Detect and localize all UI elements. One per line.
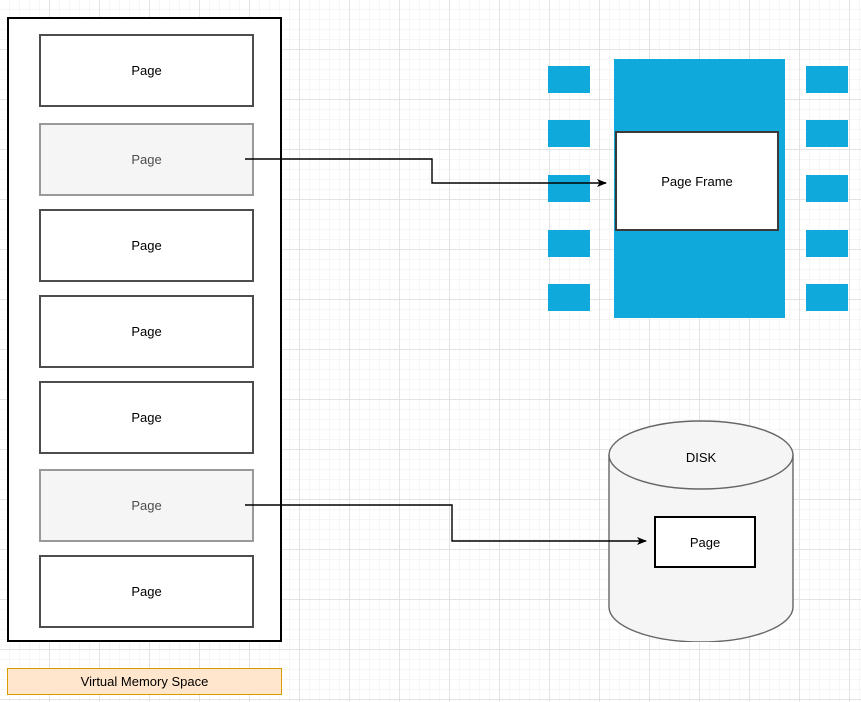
virtual-memory-space-caption-label: Virtual Memory Space (80, 674, 209, 689)
memory-chip-pin-right-5 (806, 284, 848, 311)
page-frame-label: Page Frame (661, 173, 733, 189)
vm-page-box-7[interactable]: Page (39, 555, 254, 628)
vm-page-box-3[interactable]: Page (39, 209, 254, 282)
memory-chip-pin-right-4 (806, 230, 848, 257)
page-frame-box[interactable]: Page Frame (615, 131, 779, 231)
disk-label: DISK (608, 450, 794, 465)
vm-page-box-2[interactable]: Page (39, 123, 254, 196)
memory-chip-pin-left-3 (548, 175, 590, 202)
virtual-memory-space-caption: Virtual Memory Space (7, 668, 282, 695)
vm-page-label-1: Page (131, 63, 162, 78)
disk-page-label: Page (689, 534, 721, 550)
vm-page-box-4[interactable]: Page (39, 295, 254, 368)
disk-page-box[interactable]: Page (654, 516, 756, 568)
vm-page-label-5: Page (131, 410, 162, 425)
vm-page-label-6: Page (131, 498, 162, 513)
memory-chip-pin-left-5 (548, 284, 590, 311)
memory-chip-pin-left-1 (548, 66, 590, 93)
virtual-memory-space-container: Page Page Page Page Page Page Page (7, 17, 282, 642)
vm-page-label-7: Page (131, 584, 162, 599)
vm-page-label-3: Page (131, 238, 162, 253)
connector-page-to-disk-page (245, 504, 647, 545)
memory-chip-pin-left-4 (548, 230, 590, 257)
vm-page-label-2: Page (131, 152, 162, 167)
vm-page-label-4: Page (131, 324, 162, 339)
vm-page-box-1[interactable]: Page (39, 34, 254, 107)
disk-label-text: DISK (685, 450, 717, 465)
memory-chip-pin-right-2 (806, 120, 848, 147)
memory-chip-pin-left-2 (548, 120, 590, 147)
vm-page-box-6[interactable]: Page (39, 469, 254, 542)
vm-page-box-5[interactable]: Page (39, 381, 254, 454)
memory-chip-pin-right-1 (806, 66, 848, 93)
memory-chip-pin-right-3 (806, 175, 848, 202)
